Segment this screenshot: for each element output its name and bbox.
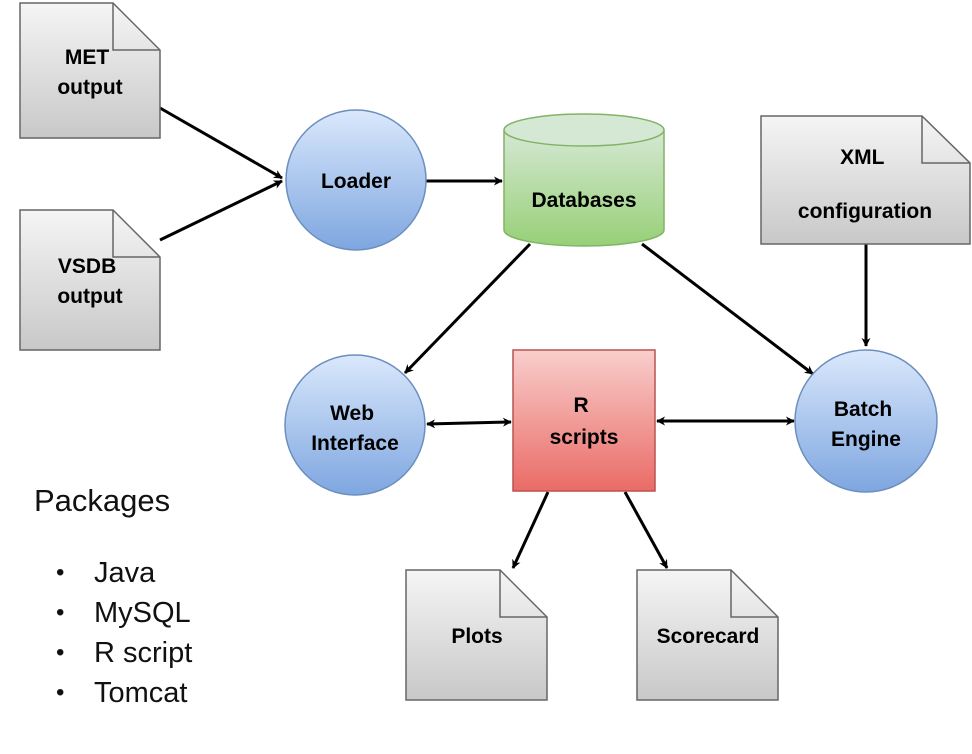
- scorecard-label: Scorecard: [657, 625, 760, 648]
- r-scripts-label-line2: scripts: [550, 426, 619, 449]
- svg-text:Plots: Plots: [451, 625, 502, 648]
- packages-title: Packages: [34, 483, 171, 518]
- web-interface-label-line2: Interface: [311, 432, 399, 455]
- met-output-label-line2: output: [57, 76, 122, 99]
- edge-web-rscripts: [426, 417, 512, 429]
- met-output-document: MET output: [19, 2, 161, 139]
- svg-text:Databases: Databases: [531, 189, 636, 212]
- package-item-mysql: MySQL: [34, 593, 294, 633]
- package-item-tomcat: Tomcat: [34, 673, 294, 713]
- xml-config-label-line2: configuration: [798, 200, 932, 223]
- batch-engine-node: Batch Engine: [794, 349, 938, 493]
- svg-text:MET output: MET output: [57, 46, 122, 99]
- web-interface-node: Web Interface: [284, 354, 426, 496]
- xml-config-label-line1: XML: [840, 146, 885, 169]
- r-scripts-label-line1: R: [573, 394, 588, 417]
- databases-node: Databases: [503, 113, 665, 247]
- packages-section: Packages Java MySQL R script Tomcat: [34, 483, 294, 713]
- package-item-java: Java: [34, 553, 294, 593]
- met-output-label-line1: MET: [65, 46, 110, 69]
- package-item-r-script: R script: [34, 633, 294, 673]
- batch-engine-label-line1: Batch: [834, 398, 892, 421]
- vsdb-output-label-line2: output: [57, 285, 122, 308]
- svg-text:XML configuration: XML configuration: [798, 146, 932, 223]
- svg-text:R scripts: R scripts: [550, 394, 619, 449]
- edge-met-to-loader: [159, 106, 283, 180]
- svg-text:Web Interface: Web Interface: [311, 402, 399, 455]
- edge-vsdb-to-loader: [159, 179, 283, 242]
- scorecard-document: Scorecard: [636, 569, 779, 701]
- web-interface-label-line1: Web: [330, 402, 374, 425]
- edge-rscripts-to-scorecard: [623, 491, 669, 569]
- edge-rscripts-to-plots: [511, 491, 550, 569]
- vsdb-output-label-line1: VSDB: [58, 255, 116, 278]
- svg-text:Batch Engine: Batch Engine: [831, 398, 901, 451]
- packages-list: Java MySQL R script Tomcat: [34, 553, 294, 713]
- edge-databases-to-batch: [641, 242, 814, 376]
- svg-text:Scorecard: Scorecard: [657, 625, 760, 648]
- edge-databases-to-web: [403, 242, 532, 375]
- plots-document: Plots: [405, 569, 548, 701]
- svg-text:Loader: Loader: [321, 170, 391, 193]
- edges: [159, 106, 871, 569]
- batch-engine-label-line2: Engine: [831, 428, 901, 451]
- svg-text:VSDB output: VSDB output: [57, 255, 122, 308]
- loader-label: Loader: [321, 170, 391, 193]
- plots-label: Plots: [451, 625, 502, 648]
- xml-configuration-document: XML configuration: [760, 115, 971, 245]
- r-scripts-node: R scripts: [512, 349, 656, 492]
- loader-node: Loader: [285, 109, 427, 251]
- databases-label: Databases: [531, 189, 636, 212]
- vsdb-output-document: VSDB output: [19, 209, 161, 351]
